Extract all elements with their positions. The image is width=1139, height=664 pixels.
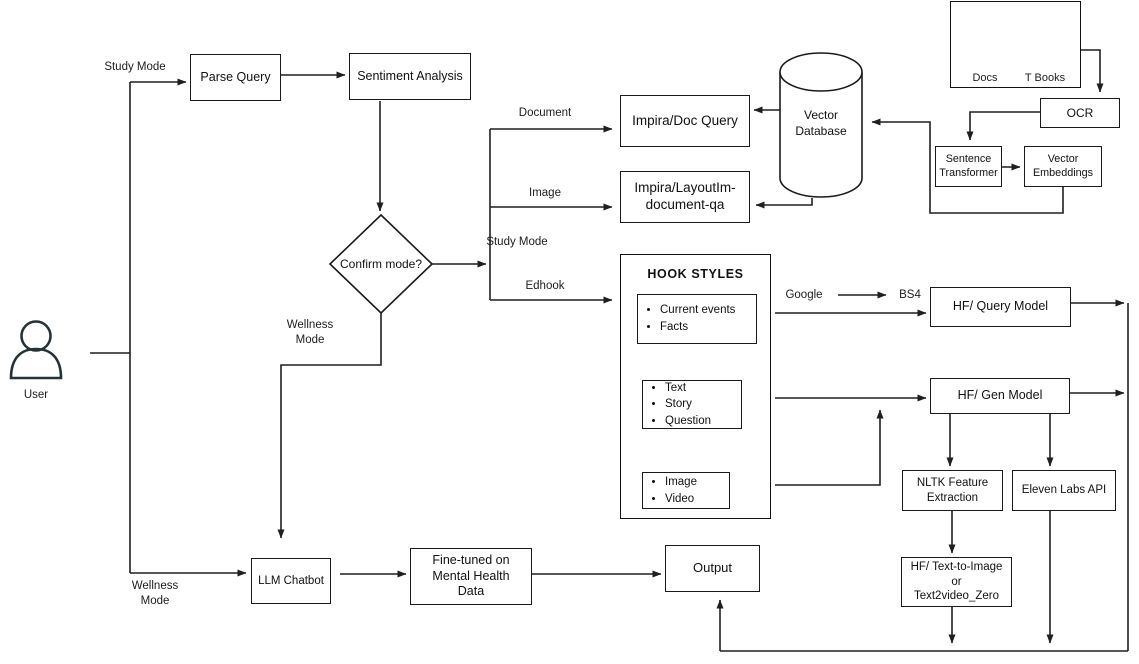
hook-style-item: Video — [665, 491, 697, 508]
user-icon — [9, 320, 63, 380]
node-sentence-transformer: Sentence Transformer — [935, 146, 1002, 187]
edge-vectordb-to-layoutlm — [755, 198, 813, 209]
hook-styles-title: HOOK STYLES — [647, 267, 744, 281]
vector-database-cylinder — [779, 52, 863, 198]
document-edge-label: Document — [518, 107, 572, 119]
bs4-label: BS4 — [899, 289, 921, 301]
user-label: User — [23, 389, 49, 401]
google-label: Google — [785, 289, 823, 301]
edge-hook3-up-to-genline — [775, 409, 884, 486]
hook-group-3-list: ImageVideo — [643, 474, 697, 507]
hook-group-image-video: ImageVideo — [642, 472, 730, 509]
hook-style-item: Question — [665, 413, 711, 430]
edge-diamond-wellness-to-llm — [277, 313, 382, 539]
hook-style-item: Text — [665, 380, 711, 397]
hook-group-1-list: Current eventsFacts — [638, 302, 735, 335]
hook-styles-box: HOOK STYLES Current eventsFacts TextStor… — [620, 254, 771, 519]
node-llm-chatbot: LLM Chatbot — [251, 558, 331, 604]
node-eleven-labs-api: Eleven Labs API — [1012, 470, 1116, 511]
confirm-mode-label: Confirm mode? — [339, 257, 423, 271]
wellness-mode-branch-label: Wellness Mode — [286, 319, 334, 346]
node-hf-gen-model: HF/ Gen Model — [930, 378, 1070, 414]
node-fine-tuned: Fine-tuned on Mental Health Data — [410, 548, 532, 605]
hook-style-item: Current events — [660, 302, 735, 319]
hook-group-current-events: Current eventsFacts — [637, 294, 757, 344]
docs-label: Docs — [972, 72, 998, 84]
hook-style-item: Story — [665, 396, 711, 413]
hook-style-item: Facts — [660, 319, 735, 336]
node-parse-query: Parse Query — [190, 54, 281, 101]
vector-database-label: Vector Database — [795, 108, 847, 138]
study-mode-branch-label: Study Mode — [486, 236, 548, 248]
node-sentiment-analysis: Sentiment Analysis — [349, 53, 471, 100]
study-mode-top-label: Study Mode — [104, 61, 166, 73]
tbooks-label: T Books — [1024, 72, 1066, 84]
node-nltk-feature-extraction: NLTK Feature Extraction — [902, 470, 1003, 511]
hook-group-2-list: TextStoryQuestion — [643, 380, 711, 430]
edge-library-to-ocr — [1081, 49, 1104, 93]
confirm-mode-diamond — [328, 213, 434, 315]
node-impira-doc-query: Impira/Doc Query — [620, 95, 750, 147]
node-output: Output — [665, 545, 760, 592]
image-edge-label: Image — [529, 187, 561, 199]
node-ocr: OCR — [1040, 98, 1120, 128]
hook-style-item: Image — [665, 474, 697, 491]
edhook-edge-label: Edhook — [525, 280, 565, 292]
node-vector-embeddings: Vector Embeddings — [1024, 146, 1102, 187]
library-box — [950, 1, 1081, 88]
hook-group-text-story: TextStoryQuestion — [642, 380, 742, 429]
edge-embeddings-to-vectordb — [871, 118, 1064, 214]
node-impira-layoutlm: Impira/LayoutIm- document-qa — [620, 171, 750, 223]
wellness-mode-bottom-label: Wellness Mode — [131, 580, 179, 607]
node-hf-query-model: HF/ Query Model — [930, 287, 1071, 327]
node-hf-text-to-image: HF/ Text-to-Image or Text2video_Zero — [901, 557, 1012, 607]
edge-ocr-to-sentencetransformer — [966, 111, 1040, 141]
